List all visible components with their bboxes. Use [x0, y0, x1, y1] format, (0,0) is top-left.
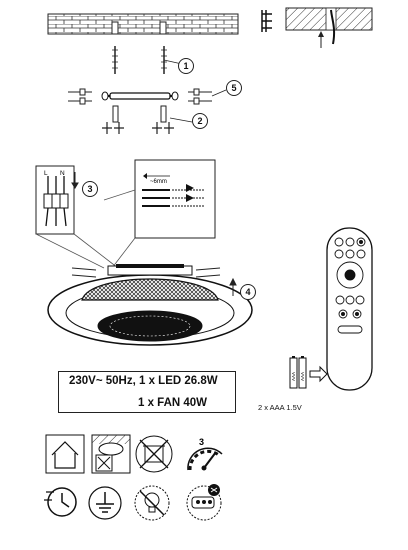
no-mount-on-flammable-surface-icon — [91, 434, 131, 474]
wire-ends-icon — [261, 10, 272, 32]
speed-count-label: 3 — [199, 437, 204, 447]
wire-label-l: L — [44, 170, 48, 177]
ceiling-brick — [47, 13, 239, 35]
arrow-down-icon — [71, 172, 79, 189]
fixture-screws — [71, 267, 221, 278]
ceiling-fan-light — [47, 264, 253, 346]
remote-control — [326, 227, 373, 391]
ceiling-cable-detail — [285, 7, 373, 48]
wire-strip-panel — [134, 159, 216, 239]
mounting-bracket — [101, 91, 179, 101]
timer-icon — [44, 487, 77, 517]
do-not-dispose-household-waste-icon — [135, 435, 173, 473]
callout-2: 2 — [192, 113, 208, 129]
side-screws — [68, 88, 227, 105]
callout-5: 5 — [226, 80, 242, 96]
earth-ground-icon — [88, 486, 122, 520]
callout-4: 4 — [240, 284, 256, 300]
wire-label-n: N — [60, 170, 65, 177]
callout-3: 3 — [82, 181, 98, 197]
terminal-block-panel — [35, 165, 75, 235]
battery-label: 2 x AAA 1.5V — [258, 403, 302, 412]
battery-cell-label-2: AAA — [300, 372, 305, 381]
spec-line-2: 1 x FAN 40W — [138, 397, 208, 409]
strip-length-label: ~6mm — [150, 179, 167, 185]
batteries: AAA AAA — [289, 356, 307, 389]
spec-box — [58, 371, 236, 413]
wall-plugs — [102, 105, 193, 134]
screws-top — [112, 46, 183, 74]
drill-holes — [111, 21, 167, 35]
arrow-up-icon — [229, 277, 237, 296]
insert-arrow-icon — [309, 365, 328, 383]
spec-line-1: 230V~ 50Hz, 1 x LED 26.8W — [69, 375, 218, 387]
detail-leader-lines — [35, 189, 136, 269]
remote-control-icon — [186, 484, 222, 521]
callout-1: 1 — [178, 58, 194, 74]
not-dimmable-icon — [134, 485, 170, 521]
three-speed-fan-icon: 3 — [187, 437, 223, 471]
battery-cell-label: AAA — [291, 372, 296, 381]
indoor-use-house-icon — [45, 434, 85, 474]
